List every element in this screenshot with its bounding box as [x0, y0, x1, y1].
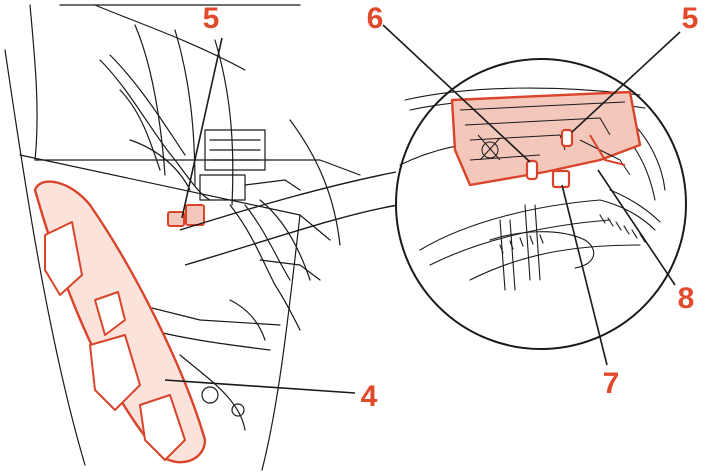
zoomed-connector-5	[560, 128, 574, 148]
zoom-connector-lines	[179, 171, 399, 266]
callout-5-right: 5	[682, 2, 699, 35]
zoomed-connector-6	[525, 159, 539, 181]
callout-8: 8	[678, 282, 695, 315]
zoomed-module-highlight	[450, 90, 642, 187]
leader-7	[561, 184, 608, 366]
callout-4: 4	[361, 380, 378, 413]
zoomed-bracket-8	[589, 134, 626, 166]
connector-highlight-main	[167, 204, 205, 227]
control-panel-knobs	[44, 221, 186, 461]
callout-5-left: 5	[203, 2, 220, 35]
leader-lines	[164, 24, 681, 394]
callout-6: 6	[367, 2, 384, 35]
leader-8	[597, 169, 676, 286]
dashboard-overview	[4, 4, 361, 471]
zoomed-module-inner	[459, 101, 631, 176]
zoomed-connector-7	[551, 169, 571, 189]
leader-6	[382, 24, 531, 163]
leader-4	[164, 379, 356, 394]
callout-7: 7	[603, 367, 620, 400]
leader-5-left	[181, 37, 223, 219]
leader-5-right	[571, 31, 681, 133]
